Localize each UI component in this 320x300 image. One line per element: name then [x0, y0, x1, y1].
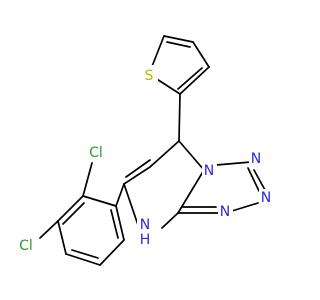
bond-nh-c3a: [161, 212, 179, 229]
bond-thiophene-c3-c4: [192, 41, 210, 68]
nitrogen-label-tetrazole-left: N: [220, 204, 230, 220]
mask-n-right: [259, 189, 274, 205]
bond-c6-c5-double: [125, 159, 151, 178]
bond-phenyl-4-5-double: [71, 249, 99, 259]
mask-cl-upper: [87, 143, 106, 162]
bond-phenyl-6-1: [115, 205, 125, 241]
chlorine-label-lower: Cl: [19, 238, 33, 254]
nitrogen-label-tetrazole-top: N: [251, 151, 261, 167]
bond-c7-c6: [149, 140, 180, 168]
amine-hydrogen-label: H: [140, 232, 151, 248]
mask-nh: [137, 216, 154, 246]
bond-thiophene-c2-c3-double: [166, 41, 191, 48]
bond-n-n-tetrazole-3: [231, 202, 259, 212]
bond-phenyl-4-5: [65, 253, 101, 266]
bond-n-n-tetrazole: [215, 161, 252, 166]
mask-n-bridge: [202, 162, 217, 178]
bond-thiophene-c4-c5: [179, 66, 210, 95]
bond-thiophene-c7: [178, 93, 181, 142]
bond-thiophene-c4-c5-double: [177, 67, 203, 90]
molecule-structure-diagram: S N N N N N H Cl Cl: [16, 35, 274, 266]
bond-c5-phenyl: [115, 183, 125, 207]
mask-cl-lower: [16, 236, 37, 255]
atom-labels: S N N N N N H Cl Cl: [16, 65, 274, 255]
bond-n-c7: [178, 140, 205, 171]
bond-phenyl-1-2: [82, 195, 117, 207]
nitrogen-label-bridgehead: N: [204, 163, 214, 179]
mask-n-left: [218, 203, 233, 219]
bond-phenyl-3-4: [57, 220, 67, 255]
bond-n-n-tetrazole-2: [253, 169, 266, 191]
sulfur-label: S: [145, 68, 154, 84]
mask-s: [141, 65, 158, 83]
chlorine-label-upper: Cl: [89, 145, 103, 161]
bond-c6-c5: [123, 166, 151, 185]
amine-nitrogen-label: N: [140, 217, 150, 233]
bond-phenyl-2-3-double: [62, 202, 85, 225]
mask-n-top: [249, 150, 264, 166]
bond-c5-nh: [123, 183, 139, 226]
bond-c3a-n: [177, 169, 205, 214]
bond-phenyl-6-1-double: [110, 209, 119, 239]
bond-n-n-tetrazole-double: [247, 167, 260, 192]
bonds: [39, 35, 266, 266]
bond-thiophene-c2-c3: [163, 35, 194, 43]
nitrogen-label-tetrazole-right: N: [261, 190, 271, 206]
bond-phenyl-5-6: [99, 239, 125, 266]
bond-phenyl-2-3: [57, 195, 84, 222]
bond-phenyl-cl-upper: [82, 162, 93, 197]
bond-phenyl-cl-lower: [39, 220, 59, 239]
